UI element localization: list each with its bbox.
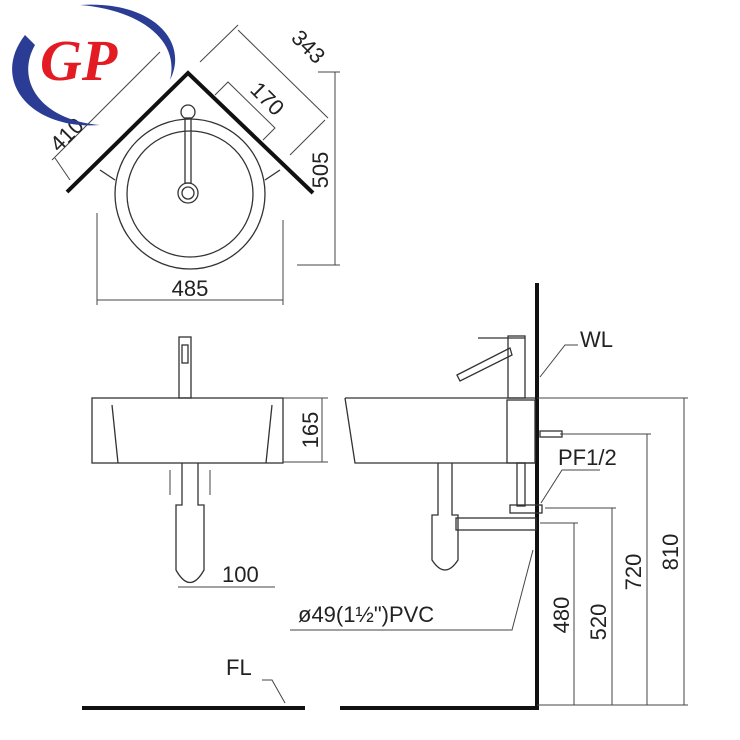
waste-pipe <box>455 517 537 531</box>
dim-720: 720 <box>621 554 646 591</box>
dim-100: 100 <box>222 562 259 587</box>
trap-front <box>175 463 205 584</box>
supply-valve <box>509 504 543 514</box>
floor-label: FL <box>226 655 252 680</box>
dim-810: 810 <box>658 534 683 571</box>
basin-outer-rim <box>114 118 266 270</box>
basin-side <box>344 397 535 464</box>
wall-label: WL <box>580 327 613 352</box>
dim-343: 343 <box>286 25 330 69</box>
dim-170: 170 <box>245 77 289 121</box>
dim-480: 480 <box>549 597 574 634</box>
dim-505: 505 <box>308 152 333 189</box>
drain-ring <box>177 182 199 204</box>
front-view: 100 165 FL <box>82 336 328 710</box>
trap-side <box>431 463 459 571</box>
supply-label: PF1/2 <box>558 445 617 470</box>
faucet-front <box>178 336 192 399</box>
drain-hole <box>181 186 195 200</box>
dim-165: 165 <box>298 412 323 449</box>
faucet-lever <box>456 347 513 382</box>
side-view: 480 520 720 810 WL PF1/2 ø49(1½")PVC <box>290 283 688 710</box>
dim-485: 485 <box>172 276 209 301</box>
basin-front <box>91 397 284 464</box>
faucet-body <box>180 104 196 120</box>
logo-text: GP <box>40 28 118 93</box>
basin-inner-bowl <box>126 130 254 258</box>
gp-logo: GP <box>12 4 176 126</box>
waste-label: ø49(1½")PVC <box>298 602 434 627</box>
dim-520: 520 <box>586 604 611 641</box>
corner-wall <box>65 70 315 195</box>
faucet-side <box>507 335 526 399</box>
faucet-spout <box>184 117 192 184</box>
